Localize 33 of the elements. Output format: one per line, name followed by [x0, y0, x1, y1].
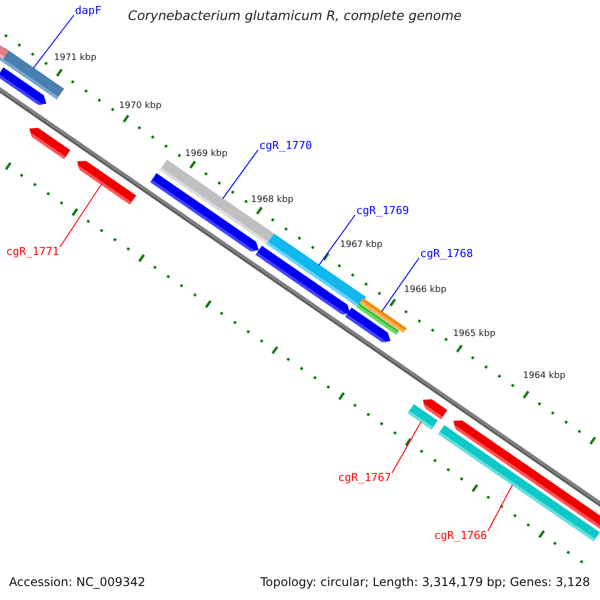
- gene-bar: [356, 303, 399, 335]
- gene-block: [453, 420, 600, 530]
- tick-label: 1965 kbp: [453, 329, 496, 339]
- tick-label: 1971 kbp: [54, 53, 96, 63]
- gene-label: cgR_1766: [434, 529, 487, 542]
- gene-label: cgR_1769: [356, 204, 409, 217]
- leader-line: [32, 14, 74, 69]
- footer-text: Accession: NC_009342: [9, 575, 146, 589]
- tick-label: 1966 kbp: [404, 285, 446, 295]
- tick-label: 1970 kbp: [119, 101, 162, 111]
- gene-block: [422, 399, 448, 420]
- leader-line: [381, 258, 420, 312]
- leader-line: [318, 214, 356, 266]
- title: Corynebacterium glutamicum R, complete genome: [128, 9, 462, 24]
- tick-label: 1964 kbp: [523, 371, 566, 381]
- leader-line: [391, 421, 422, 474]
- leader-line: [59, 184, 102, 248]
- gene-block: [77, 160, 136, 204]
- gene-block: [0, 67, 46, 105]
- gene-block: [29, 128, 70, 160]
- footer-text: Topology: circular; Length: 3,314,179 bp; Genes: 3,128: [260, 575, 590, 589]
- gene-label: cgR_1771: [6, 245, 59, 258]
- leader-line: [487, 484, 513, 532]
- gene-label: cgR_1770: [259, 139, 312, 152]
- gene-label: cgR_1767: [338, 471, 391, 484]
- tick-label: 1968 kbp: [251, 195, 294, 205]
- gene-bar: [0, 44, 9, 60]
- leader-line: [222, 150, 258, 200]
- gene-label: dapF: [75, 4, 102, 17]
- gene-block: [256, 246, 350, 314]
- tick-label: 1969 kbp: [185, 149, 228, 159]
- tick-label: 1967 kbp: [340, 240, 382, 250]
- gene-label: cgR_1768: [420, 247, 473, 260]
